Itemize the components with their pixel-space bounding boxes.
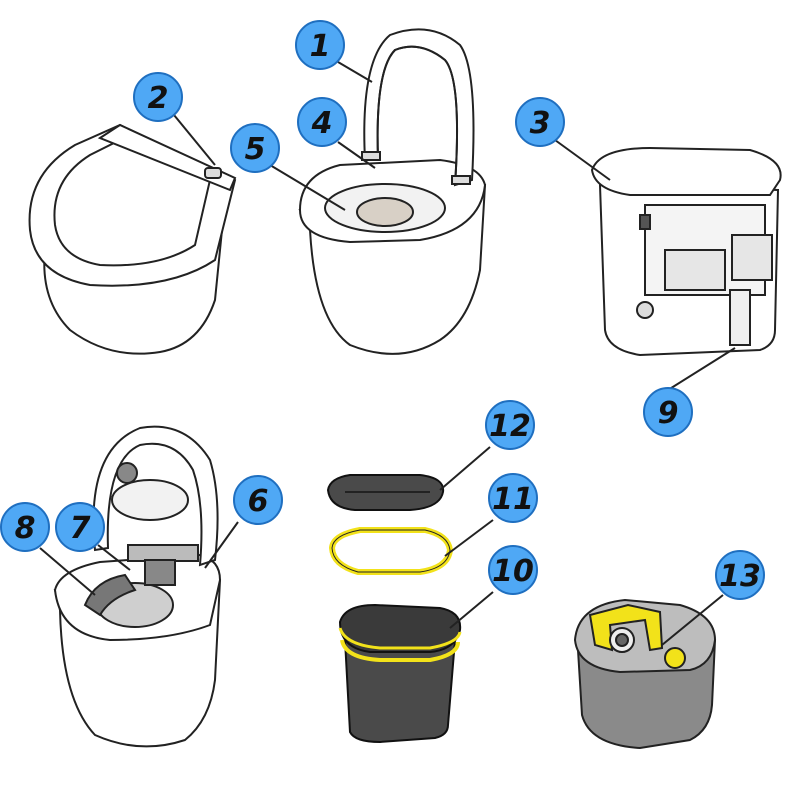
callout-label-13: 13 [719, 559, 761, 594]
callout-badge-7: 7 [55, 502, 105, 552]
toilet-open-illustration [298, 28, 487, 355]
part-13-container-illustration [573, 598, 717, 750]
callout-label-2: 2 [148, 81, 169, 116]
callout-label-6: 6 [248, 484, 269, 519]
callout-label-1: 1 [310, 29, 331, 64]
callout-badge-2: 2 [133, 72, 183, 122]
callout-label-9: 9 [658, 396, 679, 431]
toilet-rear-illustration [590, 146, 782, 357]
part-11-ring-illustration [328, 527, 454, 575]
callout-label-7: 7 [70, 511, 91, 546]
callout-label-4: 4 [311, 106, 333, 141]
callout-badge-13: 13 [715, 550, 765, 600]
leader-lines [39, 61, 736, 646]
callout-label-12: 12 [489, 409, 531, 444]
toilet-internals-illustration [53, 425, 222, 748]
callout-badge-6: 6 [233, 475, 283, 525]
callout-badge-4: 4 [297, 97, 347, 147]
callout-label-3: 3 [530, 106, 551, 141]
callout-badge-3: 3 [515, 97, 565, 147]
callout-badge-5: 5 [230, 123, 280, 173]
callout-badge-8: 8 [0, 502, 50, 552]
callout-badge-9: 9 [643, 387, 693, 437]
callout-label-5: 5 [245, 132, 266, 167]
part-12-cover-illustration [326, 474, 445, 511]
callout-badge-1: 1 [295, 20, 345, 70]
toilet-closed-illustration [28, 123, 237, 355]
callout-badges: 1 2 3 4 5 6 7 8 [0, 20, 765, 600]
callout-badge-12: 12 [485, 400, 535, 450]
part-10-bucket-illustration [338, 603, 462, 744]
callout-label-10: 10 [492, 554, 534, 589]
callout-label-11: 11 [492, 482, 534, 517]
callout-badge-10: 10 [488, 545, 538, 595]
callout-label-8: 8 [15, 511, 36, 546]
callout-badge-11: 11 [488, 473, 538, 523]
